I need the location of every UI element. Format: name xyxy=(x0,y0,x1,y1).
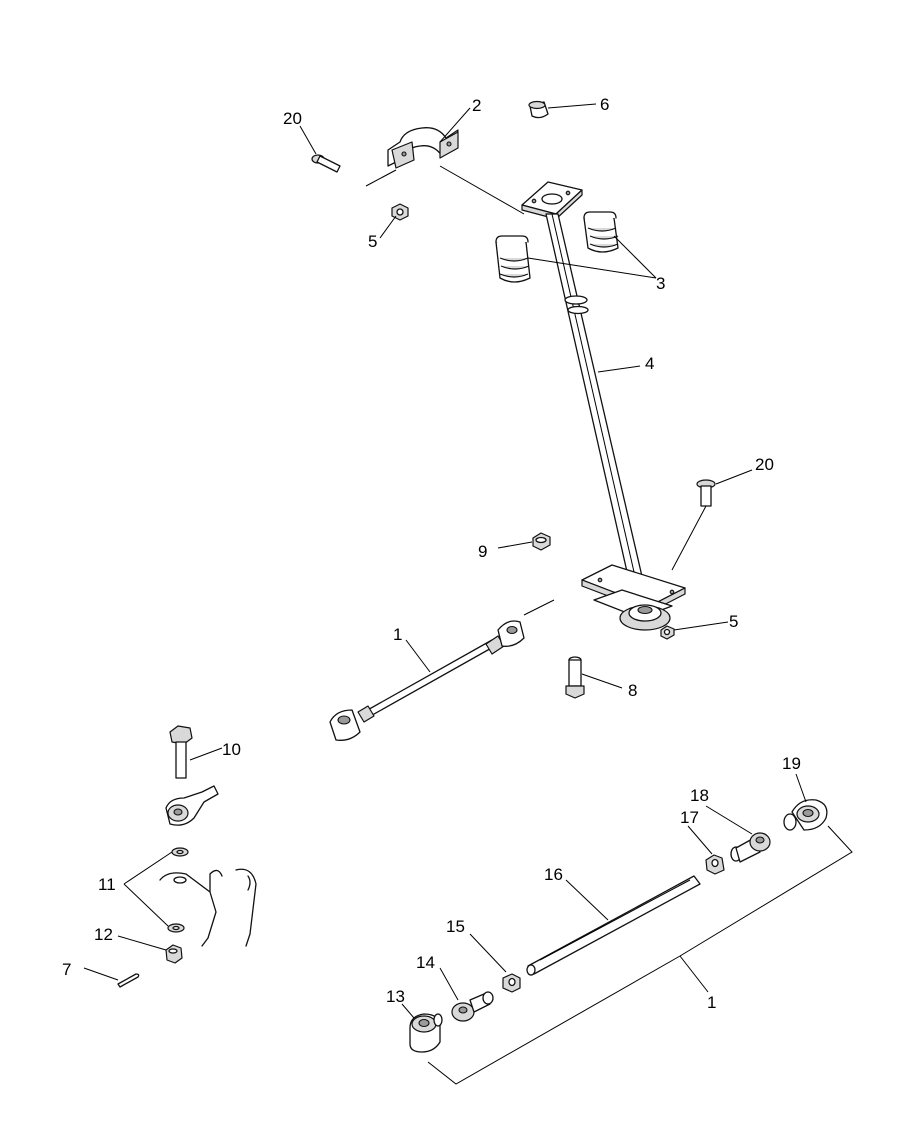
callout-2: 2 xyxy=(472,96,481,115)
bushing-left xyxy=(495,235,531,283)
steering-post-upper-plate xyxy=(521,181,583,220)
steering-post-lower-plate xyxy=(581,564,686,631)
callout-1-assembled: 1 xyxy=(393,625,402,644)
cap-part xyxy=(528,100,549,119)
callout-1-exploded: 1 xyxy=(707,993,716,1012)
leader-lines xyxy=(83,103,853,1085)
rod-end-13 xyxy=(409,1013,443,1053)
callout-8: 8 xyxy=(628,681,637,700)
callout-20-upper: 20 xyxy=(283,109,302,128)
callout-15: 15 xyxy=(446,917,465,936)
steering-post-shaft xyxy=(545,213,645,586)
callout-12: 12 xyxy=(94,925,113,944)
bolt-right xyxy=(696,479,716,507)
washer-lower xyxy=(167,923,185,933)
callout-11: 11 xyxy=(98,875,116,894)
jam-nut-15 xyxy=(502,973,521,993)
jam-nut-17 xyxy=(705,854,725,875)
callout-17: 17 xyxy=(680,808,699,827)
nut-9 xyxy=(532,532,551,551)
bolt-upper xyxy=(311,154,341,173)
rod-end-18 xyxy=(730,832,771,863)
spindle-arm xyxy=(159,868,257,947)
rod-end-left-detail xyxy=(165,785,219,826)
rod-end-14 xyxy=(451,991,494,1022)
callout-20-right: 20 xyxy=(755,455,774,474)
callout-4: 4 xyxy=(645,354,654,373)
callout-14: 14 xyxy=(416,953,435,972)
clamp-bracket xyxy=(387,127,459,169)
callout-18: 18 xyxy=(690,786,709,805)
bolt-10 xyxy=(169,725,193,779)
callout-19: 19 xyxy=(782,754,801,773)
callout-9: 9 xyxy=(478,542,487,561)
cotter-pin xyxy=(117,973,140,988)
washer-upper xyxy=(171,847,189,857)
rod-end-19 xyxy=(783,799,828,831)
bolt-8 xyxy=(565,656,585,699)
nut-12 xyxy=(165,944,183,964)
callout-3: 3 xyxy=(656,274,665,293)
tie-rod-16 xyxy=(526,875,701,976)
callout-5-lower: 5 xyxy=(729,612,738,631)
callout-labels: 20 2 6 5 3 4 20 9 5 1 8 10 19 18 17 16 1… xyxy=(62,95,801,1012)
callout-13: 13 xyxy=(386,987,405,1006)
callout-10: 10 xyxy=(222,740,241,759)
callout-7: 7 xyxy=(62,960,71,979)
bushing-right xyxy=(583,211,619,253)
callout-16: 16 xyxy=(544,865,563,884)
callout-5-upper: 5 xyxy=(368,232,377,251)
tie-rod-assembled xyxy=(329,620,525,741)
callout-6: 6 xyxy=(600,95,609,114)
nut-lower xyxy=(660,625,675,640)
